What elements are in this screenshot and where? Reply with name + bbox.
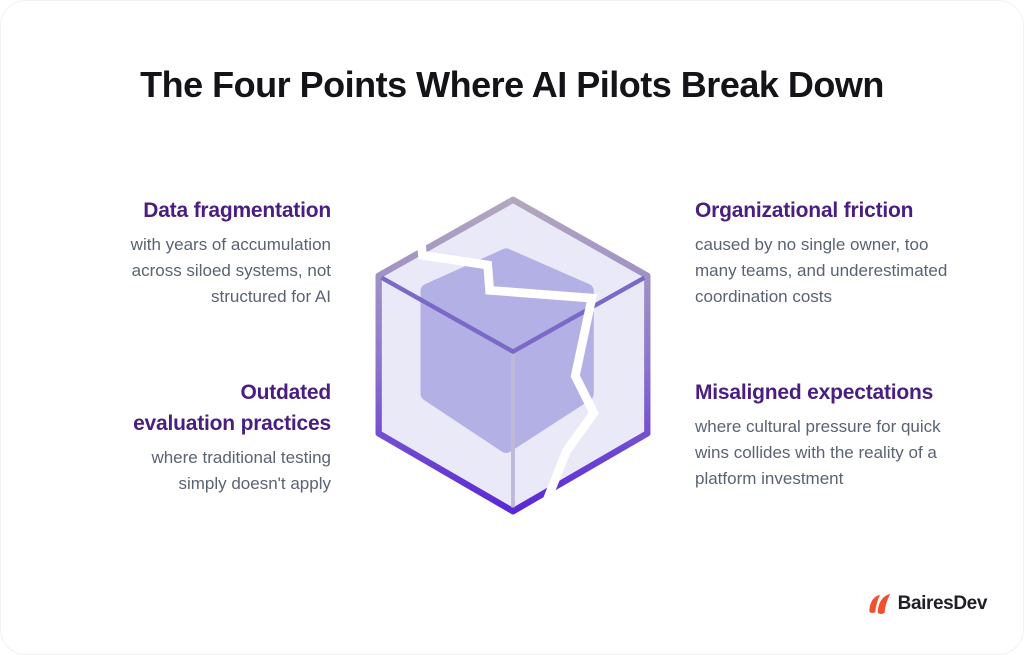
- point-block-data-fragmentation: Data fragmentation with years of accumul…: [81, 195, 332, 309]
- point-body: where traditional testing simply doesn't…: [151, 448, 331, 493]
- crack-line: [415, 222, 599, 503]
- point-block-organizational-friction: Organizational friction caused by no sin…: [695, 195, 975, 309]
- bairesdev-logo-text: BairesDev: [897, 593, 988, 614]
- point-heading: Data fragmentation: [143, 199, 331, 222]
- brand-logo: BairesDev: [868, 593, 987, 615]
- point-body: where cultural pressure for quick wins c…: [695, 417, 941, 488]
- point-heading: Organizational friction: [695, 199, 914, 222]
- point-heading: Outdated evaluation practices: [133, 381, 331, 435]
- point-body: with years of accumulation across siloed…: [130, 235, 331, 306]
- cracked-cube-illustration: [375, 196, 651, 515]
- point-block-outdated-evaluation-practices: Outdated evaluation practices where trad…: [81, 377, 331, 497]
- point-body: caused by no single owner, too many team…: [695, 235, 948, 306]
- cube-top-face-edges: [380, 275, 646, 355]
- page-title: The Four Points Where AI Pilots Break Do…: [140, 64, 884, 105]
- point-heading: Misaligned expectations: [695, 381, 934, 404]
- point-block-misaligned-expectations: Misaligned expectations where cultural p…: [695, 377, 975, 491]
- bairesdev-logo-icon: [869, 593, 890, 615]
